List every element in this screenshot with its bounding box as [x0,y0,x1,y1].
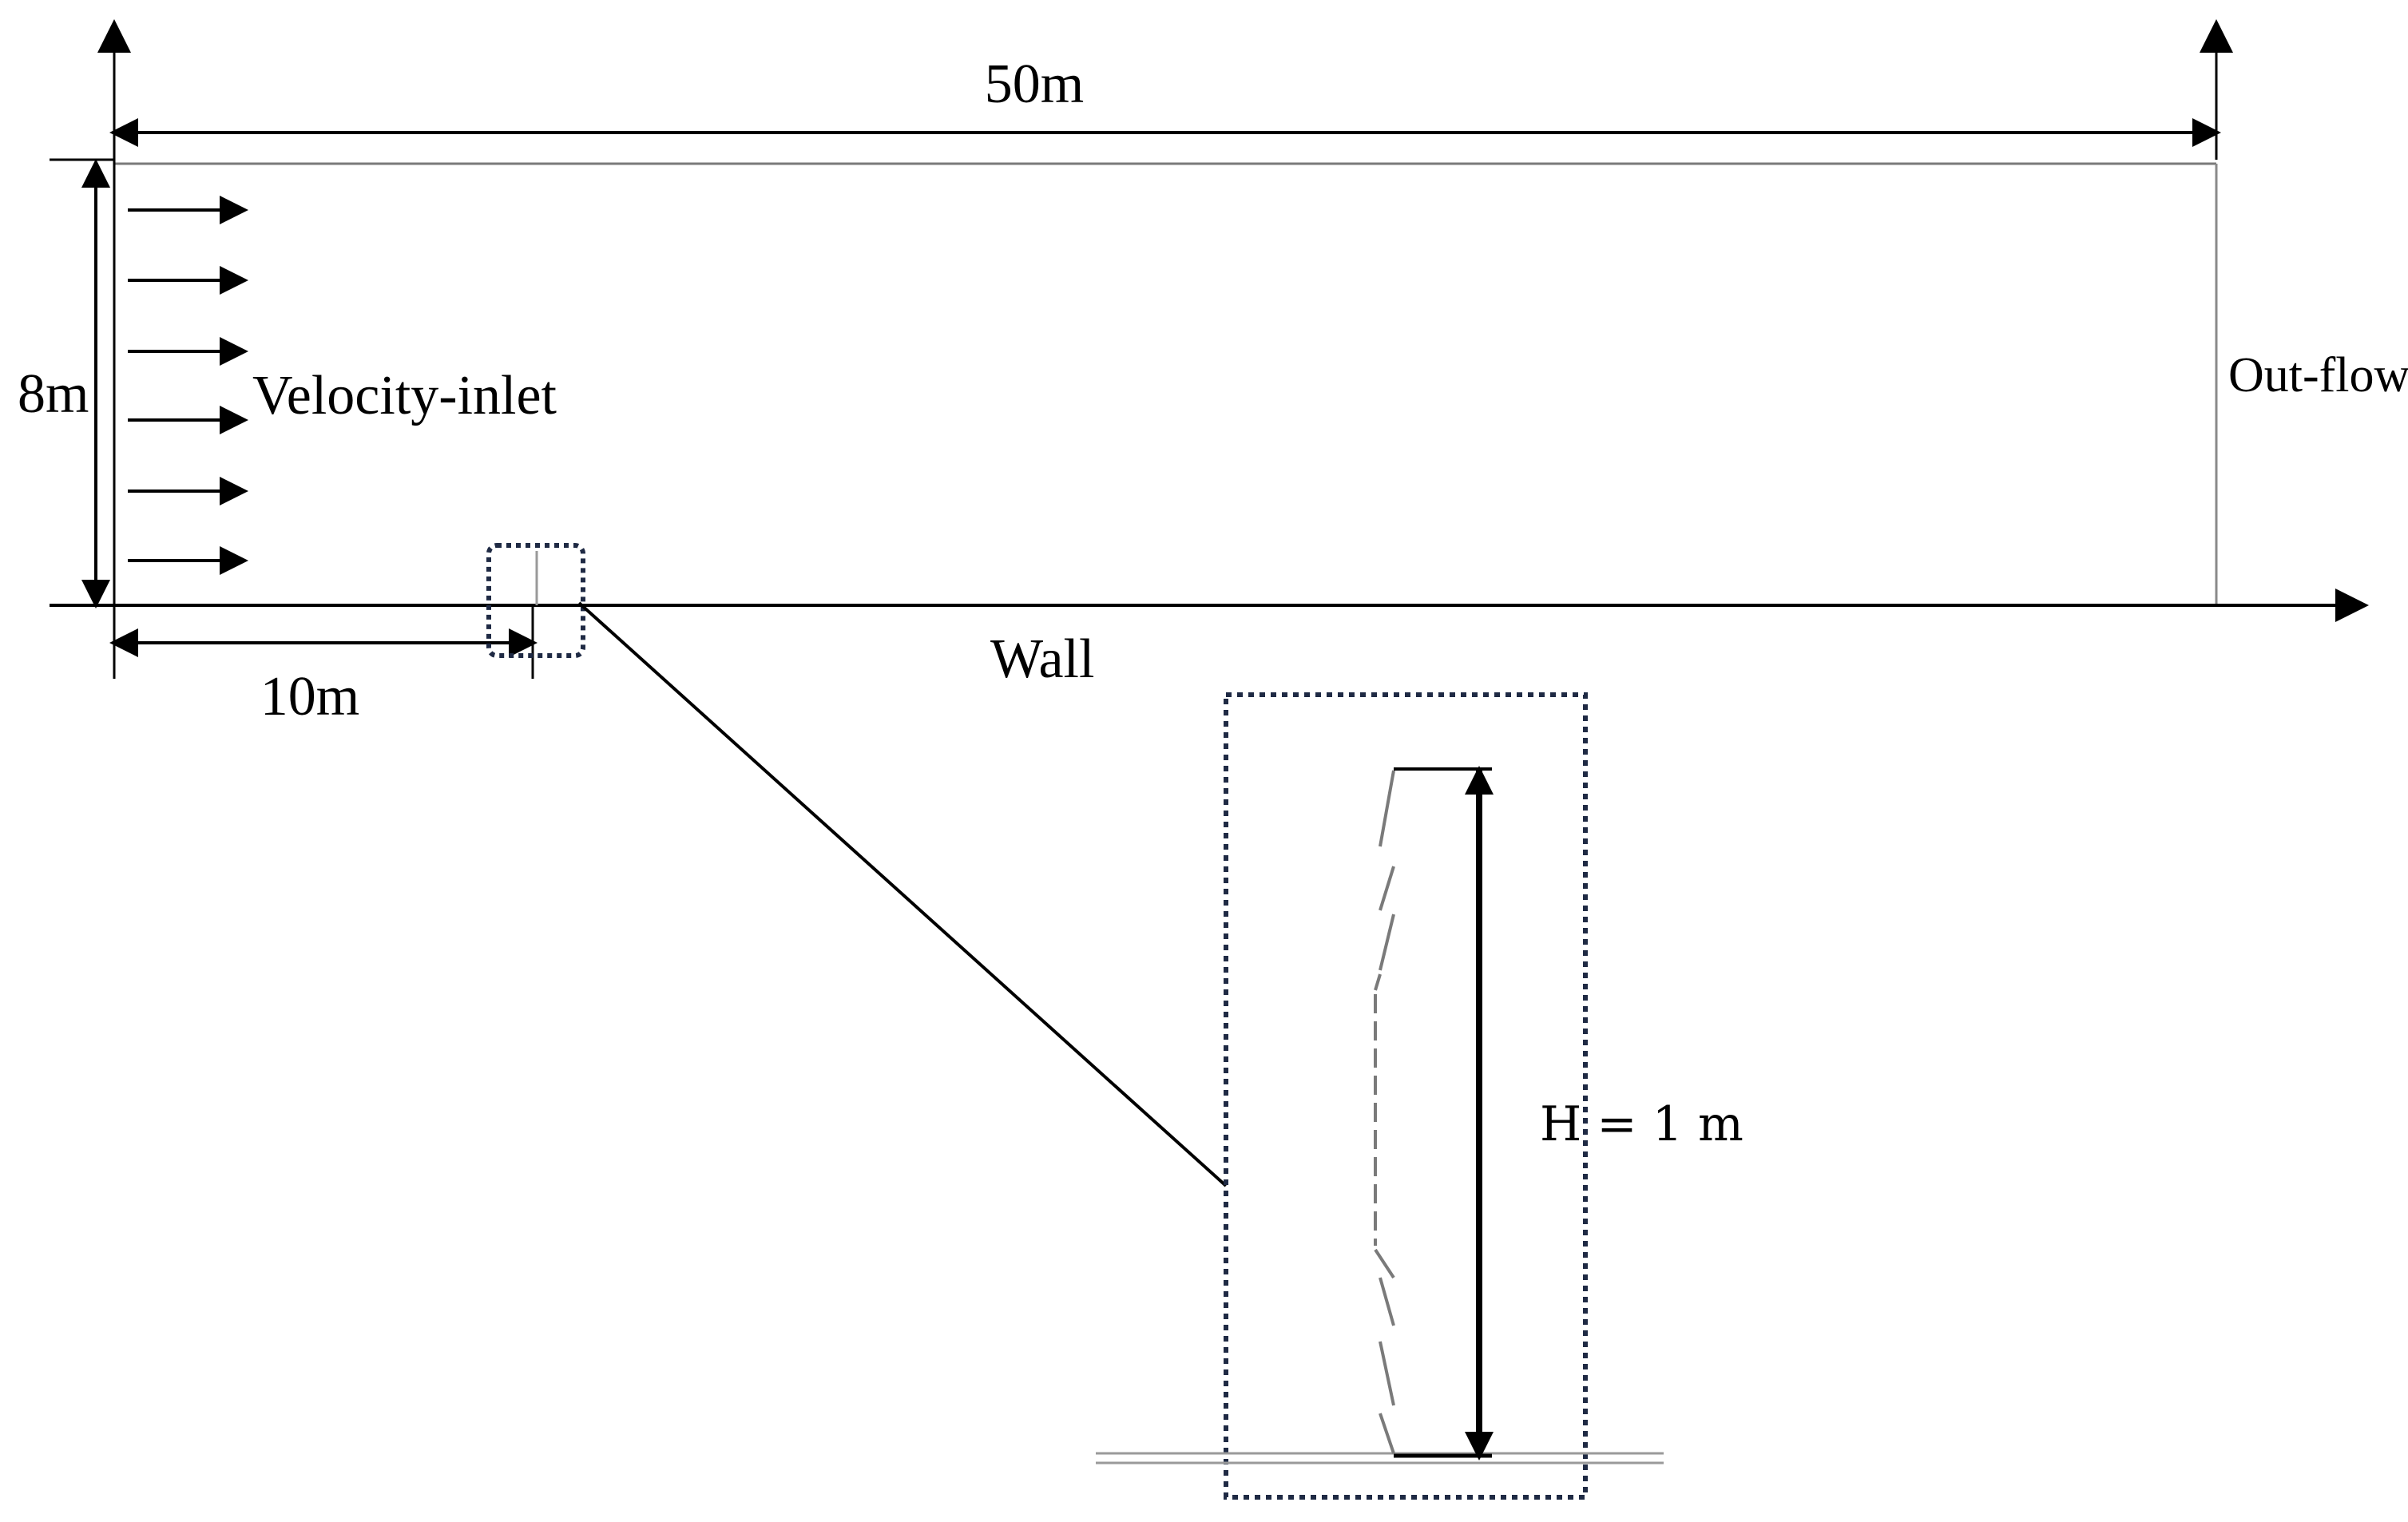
height-label: 8m [18,363,89,425]
length-label: 50m [985,54,1084,115]
zoom-ground [1096,1452,1664,1465]
obstacle-height-label: H = 1 m [1540,1096,1744,1152]
wall-label: Wall [990,628,1094,690]
obstacle-distance-label: 10m [260,666,359,727]
inlet-label: Velocity-inlet [252,365,557,426]
zoom-source-box [486,543,585,658]
inlet-arrows [128,196,248,575]
zoom-connector-line [577,601,1228,1187]
zoom-detail-box [1224,692,1588,1500]
outlet-label: Out-flow [2228,348,2408,402]
flexible-obstacle [1374,770,1395,1454]
